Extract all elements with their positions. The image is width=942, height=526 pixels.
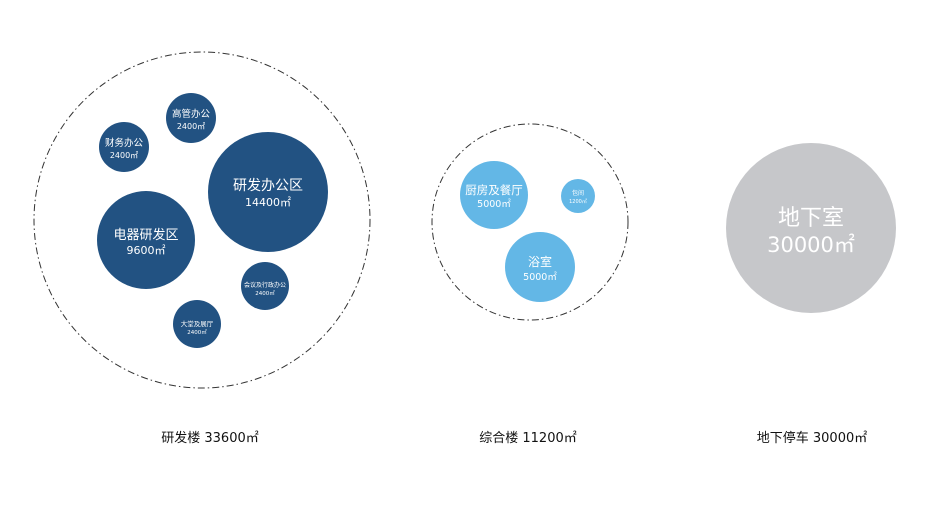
bubble-electrical-rd-name: 电器研发区 <box>113 227 178 243</box>
bubble-lobby-hall: 大堂及展厅 2400㎡ <box>173 300 221 348</box>
bubble-bath-area: 5000㎡ <box>523 272 557 283</box>
bubble-bath-name: 浴室 <box>528 254 552 269</box>
bubble-exec-office: 高管办公 2400㎡ <box>166 93 216 143</box>
bubble-meeting-admin: 会议及行政办公 2400㎡ <box>241 262 289 310</box>
complex-caption: 综合楼 11200㎡ <box>479 431 577 446</box>
bubble-kitchen-dining-name: 厨房及餐厅 <box>465 183 523 197</box>
bubble-lobby-hall-name: 大堂及展厅 <box>181 319 214 328</box>
bubble-finance-office-area: 2400㎡ <box>110 151 138 160</box>
group-research: 研发办公区 14400㎡ 电器研发区 9600㎡ 高管办公 2400㎡ 财务办公… <box>33 51 371 446</box>
group-parking: 地下室 30000㎡ 地下停车 30000㎡ <box>726 143 896 446</box>
group-complex: 厨房及餐厅 5000㎡ 包间 1200㎡ 浴室 5000㎡ 综合楼 11200㎡ <box>431 123 629 446</box>
bubble-kitchen-dining: 厨房及餐厅 5000㎡ <box>460 161 528 229</box>
research-boundary <box>33 51 371 389</box>
bubble-basement-name: 地下室 <box>778 206 844 231</box>
bubble-rd-office-area: 14400㎡ <box>245 196 291 209</box>
parking-caption: 地下停车 30000㎡ <box>757 430 868 446</box>
bubble-finance-office-name: 财务办公 <box>105 137 144 149</box>
bubble-electrical-rd-area: 9600㎡ <box>127 244 166 257</box>
bubble-exec-office-name: 高管办公 <box>172 108 211 120</box>
bubble-basement-area: 30000㎡ <box>767 233 855 257</box>
bubble-lobby-hall-area: 2400㎡ <box>187 328 207 336</box>
bubble-private-room-area: 1200㎡ <box>569 198 587 205</box>
bubble-basement: 地下室 30000㎡ <box>726 143 896 313</box>
bubble-rd-office-name: 研发办公区 <box>233 178 303 194</box>
complex-boundary <box>431 123 629 321</box>
bubble-exec-office-area: 2400㎡ <box>177 122 205 131</box>
bubble-finance-office: 财务办公 2400㎡ <box>99 122 149 172</box>
bubble-meeting-admin-area: 2400㎡ <box>255 289 275 297</box>
bubble-bath: 浴室 5000㎡ <box>505 232 575 302</box>
bubble-rd-office: 研发办公区 14400㎡ <box>208 132 328 252</box>
research-caption: 研发楼 33600㎡ <box>161 430 259 446</box>
bubble-kitchen-dining-area: 5000㎡ <box>477 199 511 210</box>
bubble-meeting-admin-name: 会议及行政办公 <box>244 281 286 289</box>
bubble-private-room-name: 包间 <box>572 189 584 197</box>
bubble-electrical-rd: 电器研发区 9600㎡ <box>97 191 195 289</box>
bubble-private-room: 包间 1200㎡ <box>561 179 595 213</box>
